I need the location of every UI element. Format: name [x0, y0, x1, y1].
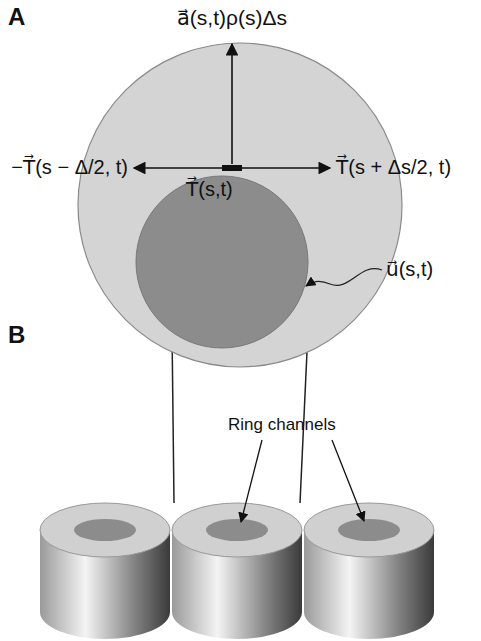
- force-label: a⃗(s,t)ρ(s)Δs: [177, 6, 287, 29]
- tension-label: T⃗(s,t): [186, 178, 233, 200]
- force-arrow: [231, 44, 233, 164]
- cylinder: [304, 503, 434, 639]
- tension-label: T⃗(s + Δs/2, t): [336, 156, 451, 178]
- outer-circle: [78, 43, 402, 367]
- tension-arrow: [239, 167, 330, 169]
- pointer-arrow: [241, 440, 262, 522]
- callout-label: Ring channels: [228, 416, 336, 435]
- zoom-line: [172, 330, 174, 503]
- tension-arrow: [134, 167, 225, 169]
- segment-element: [222, 165, 242, 171]
- tension-label: −T⃗(s − Δ/2, t): [11, 156, 128, 178]
- panel-letter: A: [8, 4, 25, 30]
- displacement-label: u⃗(s,t): [386, 258, 433, 280]
- cylinder: [40, 503, 170, 639]
- leader-line: [306, 269, 382, 286]
- inner-circle: [136, 176, 308, 348]
- pointer-arrow: [332, 440, 364, 521]
- cylinder: [172, 503, 302, 639]
- panel-letter: B: [8, 322, 25, 348]
